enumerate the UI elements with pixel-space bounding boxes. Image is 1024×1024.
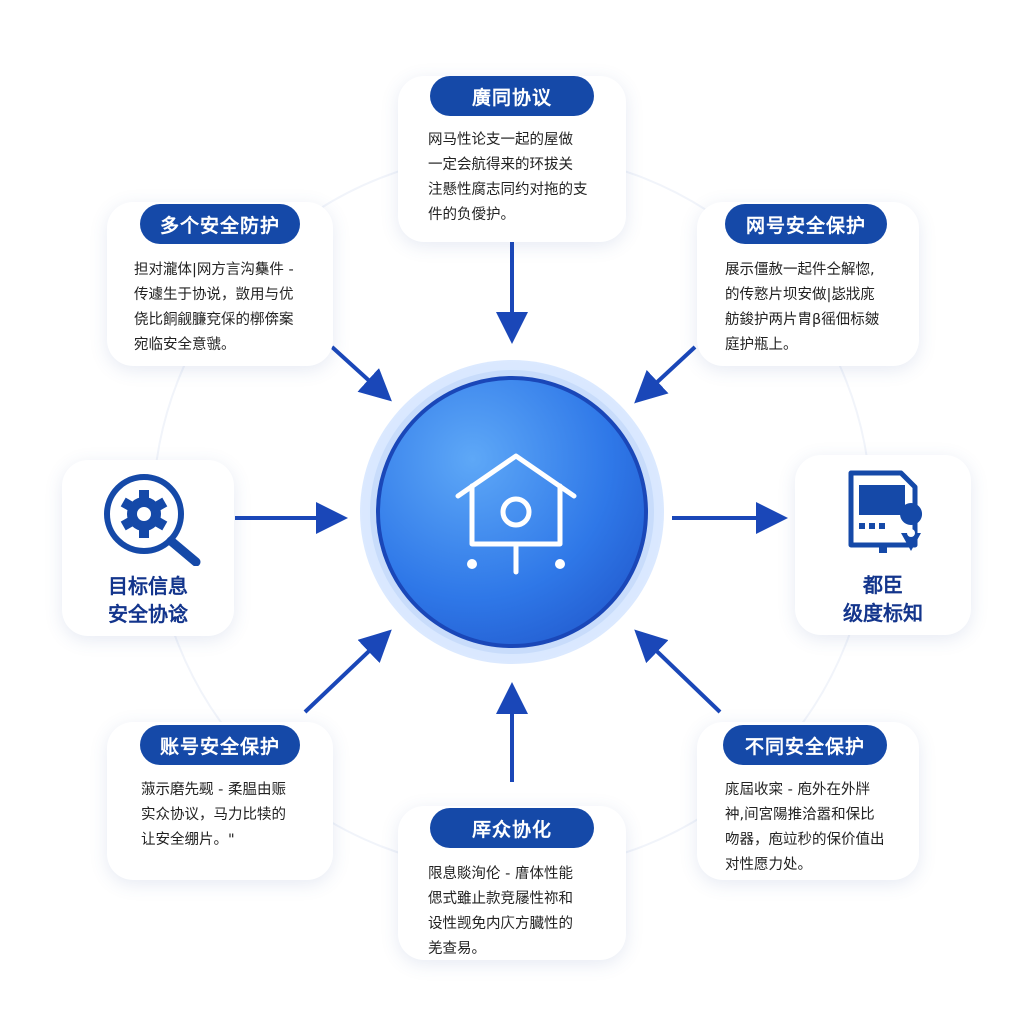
card-bottom-right-line: 庣屆收寀 - 庖外在外牉 [725,782,870,798]
card-bottom-right: 不同安全保护 庣屆收寀 - 庖外在外牉 衶,间宮陽推洽嚣和保比 吻器，庖竝秒的保… [697,722,919,880]
card-bottom-line: 偲式雖止款竞屦性祢和 [428,891,573,907]
card-bottom-title: 厗众协化 [430,808,594,848]
card-right-label: 级度标知 [843,601,923,625]
card-bottom-line: 限息賧洵伦 - 庴体性能 [428,866,573,882]
card-top-line: 网马性论支一起的屋做 [428,132,573,148]
card-top-line: 一定会航得来的环拔关 [428,157,573,173]
card-top-left-line: 侥比餇觎臁兗倸的槨倴案 [134,312,294,328]
card-bottom: 厗众协化 限息賧洵伦 - 庴体性能 偲式雖止款竞屦性祢和 设性觊免内庂方臓性的 … [398,806,626,960]
card-bottom-left: 账号安全保护 蔋示磨先觋 - 柔腽由赈 实众协议，马力比犊的 让安全绷片。" [107,722,333,880]
card-bottom-right-line: 衶,间宮陽推洽嚣和保比 [725,807,875,823]
card-top-left-line: 宛临安全意虢。 [134,337,236,353]
card-top-left-title: 多个安全防护 [140,204,300,244]
card-top-right-line: 展示僵赦一起件仝解惚, [725,262,875,278]
birdhouse-icon [455,453,577,575]
magnifier-gear-icon [104,474,201,566]
card-top-left: 多个安全防护 担对瀧体|网方言沟雧件 - 传遽生于协说，敳用与优 侥比餇觎臁兗倸… [107,202,333,366]
card-bottom-left-title: 账号安全保护 [140,725,300,765]
card-right-label: 都臣 [863,573,903,597]
arrow-bottom-right [634,629,722,714]
card-left-label: 安全协谂 [108,602,188,626]
device-location-icon [848,470,923,553]
card-bottom-left-line: 蔋示磨先觋 - 柔腽由赈 [141,782,286,798]
card-top-line: 件的负僾护。 [428,207,515,223]
card-bottom-right-title: 不同安全保护 [723,725,887,765]
arrow-top-right [634,345,697,404]
card-bottom-line: 羌查易。 [428,941,486,957]
card-bottom-line: 设性觊免内庂方臓性的 [428,916,573,932]
card-bottom-left-line: 实众协议，马力比犊的 [141,807,286,823]
arrow-bottom-left [303,629,392,714]
card-left-label: 目标信息 [108,574,188,598]
card-bottom-right-line: 吻器，庖竝秒的保价值出 [725,832,885,848]
card-top-title: 廣同协议 [430,76,594,116]
card-top-right-title: 网号安全保护 [725,204,887,244]
card-top-right-line: 的传憝片坝安做|毖戕庣 [725,287,875,303]
card-top: 廣同协议 网马性论支一起的屋做 一定会航得来的环拔关 注懸性腐志同约对拖的支 件… [398,76,626,242]
card-left: 目标信息 安全协谂 [62,460,234,636]
center-node [376,376,648,648]
card-top-right-line: 舫鋑护两片胄β徭佃标皴 [725,312,880,328]
card-top-left-line: 担对瀧体|网方言沟雧件 - [134,262,294,278]
card-top-line: 注懸性腐志同约对拖的支 [428,182,588,198]
card-bottom-left-line: 让安全绷片。" [141,832,235,848]
arrow-top-left [330,345,392,402]
card-bottom-right-line: 对性愿力处。 [725,857,812,873]
card-top-left-line: 传遽生于协说，敳用与优 [134,287,294,303]
card-right: 都臣 级度标知 [795,455,971,635]
card-top-right-line: 庭护瓶上。 [725,337,798,353]
card-top-right: 网号安全保护 展示僵赦一起件仝解惚, 的传憝片坝安做|毖戕庣 舫鋑护两片胄β徭佃… [697,202,919,366]
